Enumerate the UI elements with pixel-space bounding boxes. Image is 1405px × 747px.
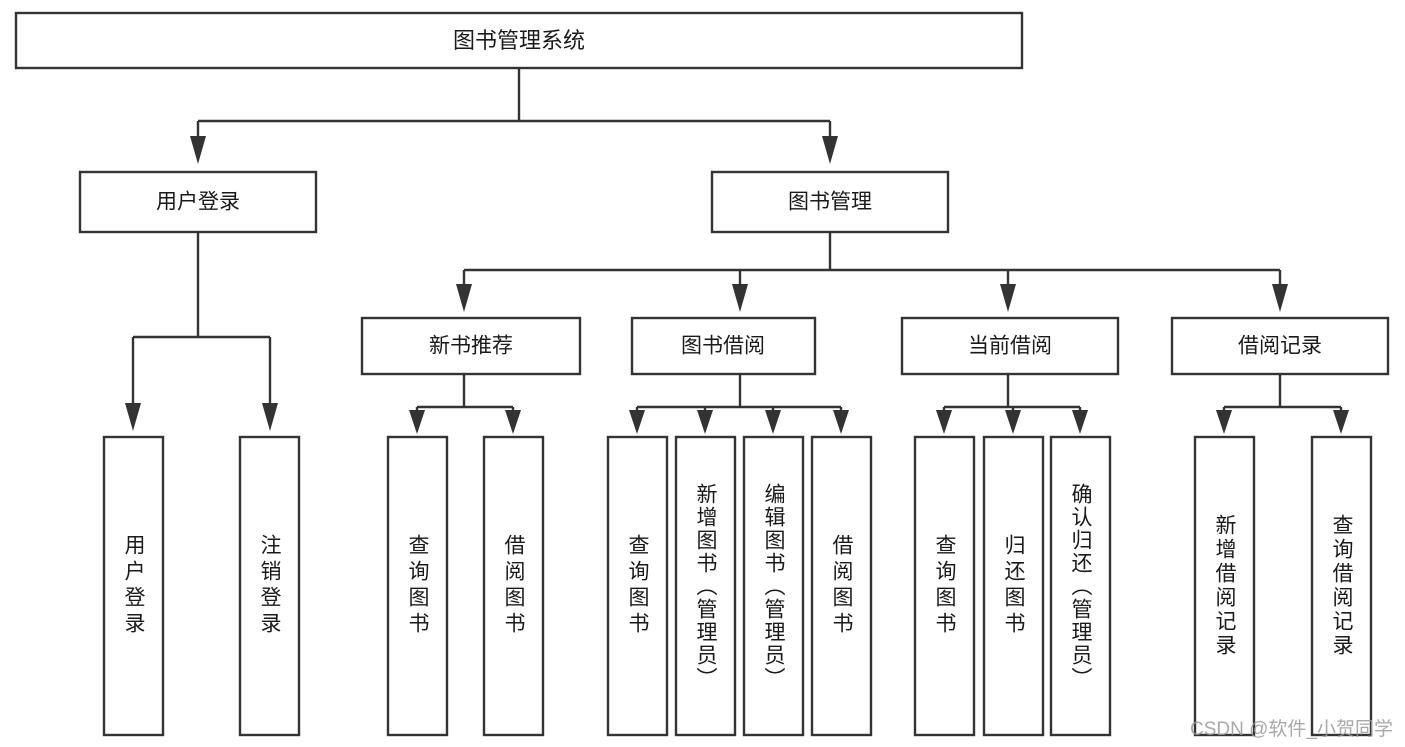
node-new-book-rec[interactable]: 新书推荐 (360, 316, 582, 376)
arrow-head-leaf-edit-book (765, 410, 781, 434)
node-root-box[interactable] (14, 11, 1024, 70)
arrow-head-current-borrow (1000, 284, 1016, 312)
arrow-head-leaf-query-record (1333, 410, 1349, 434)
node-user-login-label: 用户登录 (156, 191, 240, 214)
node-borrow-record[interactable]: 借阅记录 (1170, 316, 1390, 376)
arrow-head-leaf-add-record (1216, 410, 1232, 434)
node-user-login[interactable]: 用户登录 (78, 170, 318, 234)
arrow-head-leaf-query-book-3 (936, 410, 952, 434)
leaf-box-logout-login[interactable] (238, 435, 301, 737)
node-current-borrow-box[interactable] (900, 316, 1120, 376)
arrow-head-leaf-user-login (125, 403, 141, 431)
node-book-manage-label: 图书管理 (788, 191, 872, 214)
node-book-manage-box[interactable] (710, 170, 950, 234)
connector-group-book-manage (456, 232, 1288, 312)
arrow-head-leaf-add-book (697, 410, 713, 434)
arrow-head-leaf-borrow-book-1 (505, 410, 521, 434)
node-borrow-record-box[interactable] (1170, 316, 1390, 376)
leaf-box-borrow-book-1[interactable] (482, 435, 545, 737)
leaf-box-return-book[interactable] (982, 435, 1045, 737)
node-book-borrow[interactable]: 图书借阅 (630, 316, 817, 376)
leaf-box-user-login[interactable] (102, 435, 165, 737)
arrow-head-leaf-query-book-1 (409, 410, 425, 434)
leaf-box-confirm-return[interactable] (1049, 435, 1112, 737)
node-borrow-record-label: 借阅记录 (1238, 335, 1322, 358)
connector-group-root (190, 68, 838, 164)
leaf-box-edit-book[interactable] (742, 435, 805, 737)
leaf-box-query-record[interactable] (1310, 435, 1373, 737)
leaf-box-add-book[interactable] (674, 435, 737, 737)
leaf-box-borrow-book-2[interactable] (810, 435, 873, 737)
node-book-borrow-label: 图书借阅 (681, 335, 765, 358)
leaf-box-query-book-1[interactable] (386, 435, 449, 737)
node-root[interactable]: 图书管理系统 (14, 11, 1024, 70)
connector-group-new-book-rec (409, 374, 521, 434)
leaf-box-query-book-2[interactable] (606, 435, 669, 737)
connector-group-book-borrow (629, 374, 849, 434)
node-root-label: 图书管理系统 (453, 28, 585, 53)
leaf-box-add-record[interactable] (1193, 435, 1256, 737)
connector-group-user-login (125, 232, 278, 431)
arrow-head-borrow-record (1272, 284, 1288, 312)
arrow-head-new-book-rec (456, 284, 472, 312)
arrow-head-leaf-return-book (1005, 410, 1021, 434)
arrow-head-book-borrow (732, 284, 748, 312)
node-user-login-box[interactable] (78, 170, 318, 234)
node-new-book-rec-box[interactable] (360, 316, 582, 376)
node-current-borrow[interactable]: 当前借阅 (900, 316, 1120, 376)
node-book-borrow-box[interactable] (630, 316, 817, 376)
arrow-head-user-login (190, 136, 206, 164)
connector-group-current-borrow (936, 374, 1088, 434)
arrow-head-book-manage (822, 136, 838, 164)
arrow-head-leaf-borrow-book-2 (833, 410, 849, 434)
arrow-head-leaf-logout-login (262, 403, 278, 431)
node-current-borrow-label: 当前借阅 (968, 335, 1052, 358)
connector-group-borrow-record (1216, 374, 1349, 434)
csdn-watermark: CSDN @软件_小贺同学 (1190, 719, 1393, 740)
arrow-head-leaf-query-book-2 (629, 410, 645, 434)
arrow-head-leaf-confirm-return (1072, 410, 1088, 434)
leaf-box-query-book-3[interactable] (913, 435, 976, 737)
node-new-book-rec-label: 新书推荐 (429, 335, 513, 358)
node-book-manage[interactable]: 图书管理 (710, 170, 950, 234)
